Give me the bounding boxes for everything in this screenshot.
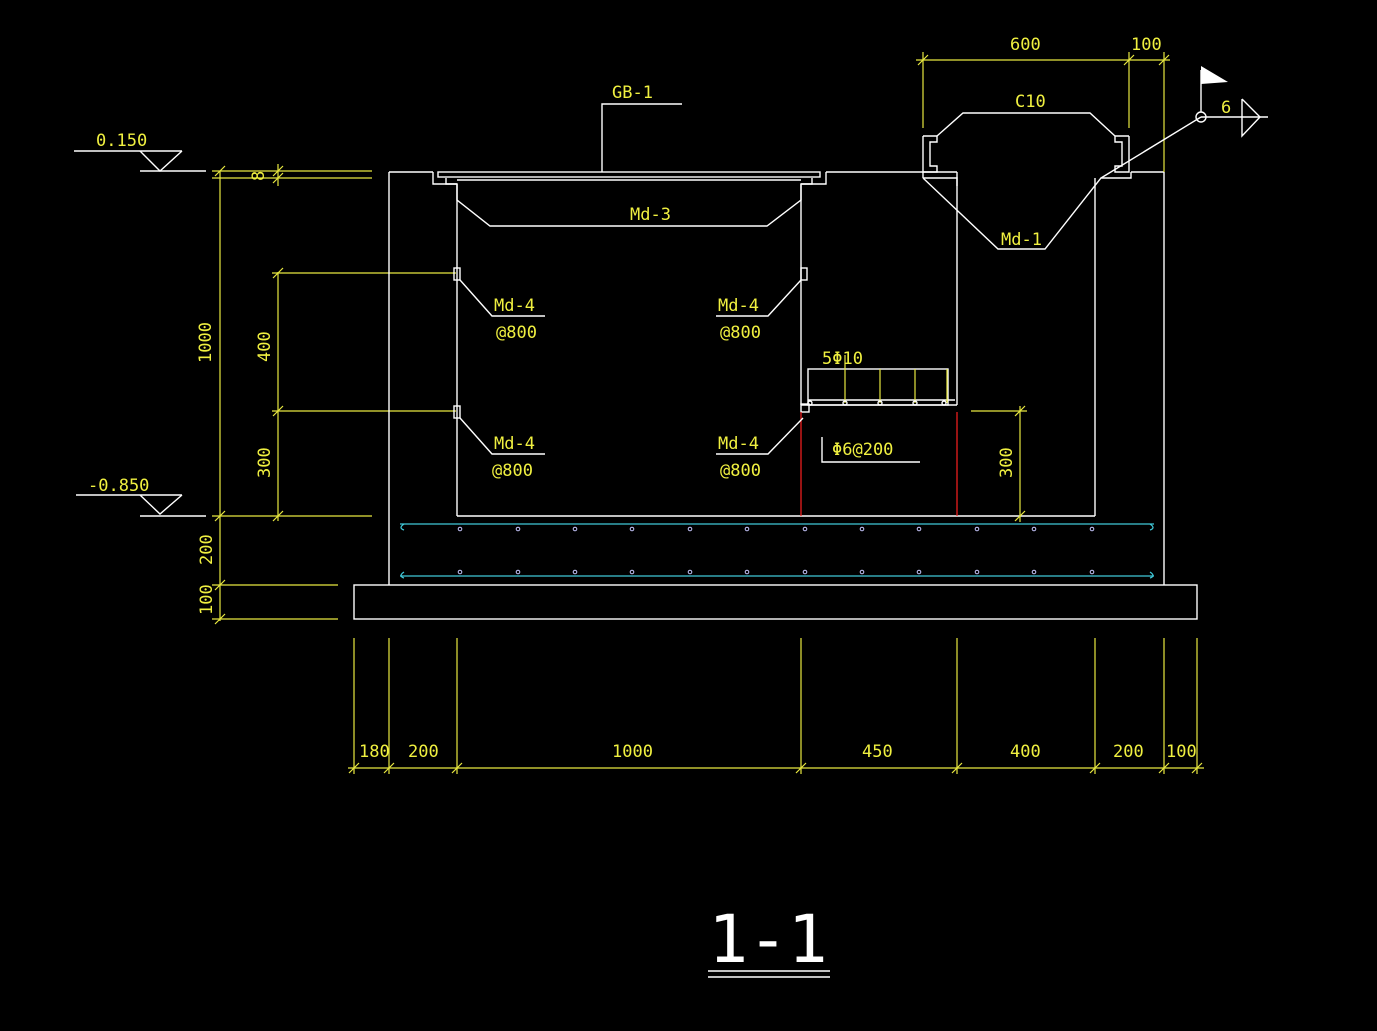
dim-600: 600 [1010, 35, 1041, 55]
md4-plate [453, 267, 461, 281]
dim-bottom-200: 200 [408, 742, 439, 762]
md4-callout-upper-right: Md-4 @800 [716, 279, 802, 343]
bottom-dimension-chain: 180 200 1000 450 400 200 100 [348, 638, 1204, 774]
weld-symbol: 6 [1100, 66, 1268, 179]
dim-bottom-450: 450 [862, 742, 893, 762]
weld-size-label: 6 [1221, 98, 1231, 118]
dim-bottom-100: 100 [1166, 742, 1197, 762]
md4-spacing: @800 [720, 323, 761, 343]
c10-channel-right [1114, 135, 1130, 173]
cover-plate-gb1 [437, 171, 821, 178]
c10-label: C10 [1015, 92, 1046, 112]
rebar-top-label: 5Φ10 [822, 349, 863, 369]
section-title: 1-1 [708, 901, 830, 978]
dim-200: 200 [197, 534, 217, 565]
md4-plate [800, 267, 808, 281]
base-slab [353, 584, 1198, 620]
flag-icon [1201, 66, 1228, 84]
section-cut-lines [800, 412, 958, 516]
md4-label: Md-4 [718, 434, 759, 454]
dim-top-100: 100 [1131, 35, 1162, 55]
elevation-top-mark: 0.150 [74, 131, 206, 172]
elevation-bottom-label: -0.850 [88, 476, 149, 496]
right-dimension: 300 [971, 405, 1027, 522]
md4-spacing: @800 [720, 461, 761, 481]
md3-frame [445, 178, 813, 227]
elevation-bottom-mark: -0.850 [76, 476, 206, 517]
trench-structure [353, 112, 1198, 620]
slab-reinforcement [400, 523, 1154, 579]
gb1-callout: GB-1 [601, 83, 682, 172]
md4-callout-lower-right: Md-4 @800 [716, 417, 804, 481]
md4-label: Md-4 [494, 296, 535, 316]
top-dimension-chain: 600 100 [916, 35, 1170, 172]
elevation-top-label: 0.150 [96, 131, 147, 151]
dim-300: 300 [255, 447, 275, 478]
md4-spacing: @800 [492, 461, 533, 481]
gb1-label: GB-1 [612, 83, 653, 103]
md4-callout-lower-left: Md-4 @800 [459, 417, 545, 481]
section-title-text: 1-1 [708, 901, 827, 978]
md4-label: Md-4 [718, 296, 759, 316]
md4-callout-upper-left: Md-4 @800 [459, 279, 545, 343]
dim-bottom-400: 400 [1010, 742, 1041, 762]
md4-spacing: @800 [496, 323, 537, 343]
stirrup-label: Φ6@200 [832, 440, 893, 460]
dim-100: 100 [197, 584, 217, 615]
c10-channel-left [922, 135, 938, 173]
c10-top-profile [936, 112, 1116, 137]
rebar-block: 5Φ10 Φ6@200 [807, 349, 955, 463]
dim-right-300: 300 [997, 447, 1017, 478]
dim-bottom-1000: 1000 [612, 742, 653, 762]
md4-plate [453, 405, 461, 419]
dim-bottom-200b: 200 [1113, 742, 1144, 762]
dim-bottom-180: 180 [359, 742, 390, 762]
dim-8: 8 [249, 171, 269, 181]
md4-label: Md-4 [494, 434, 535, 454]
dim-1000: 1000 [196, 322, 216, 363]
dim-400: 400 [255, 331, 275, 362]
md3-label: Md-3 [630, 205, 671, 225]
md1-label: Md-1 [1001, 230, 1042, 250]
left-dimension-chain: 8 1000 400 300 200 100 [196, 164, 456, 625]
md4-plate [800, 403, 810, 413]
